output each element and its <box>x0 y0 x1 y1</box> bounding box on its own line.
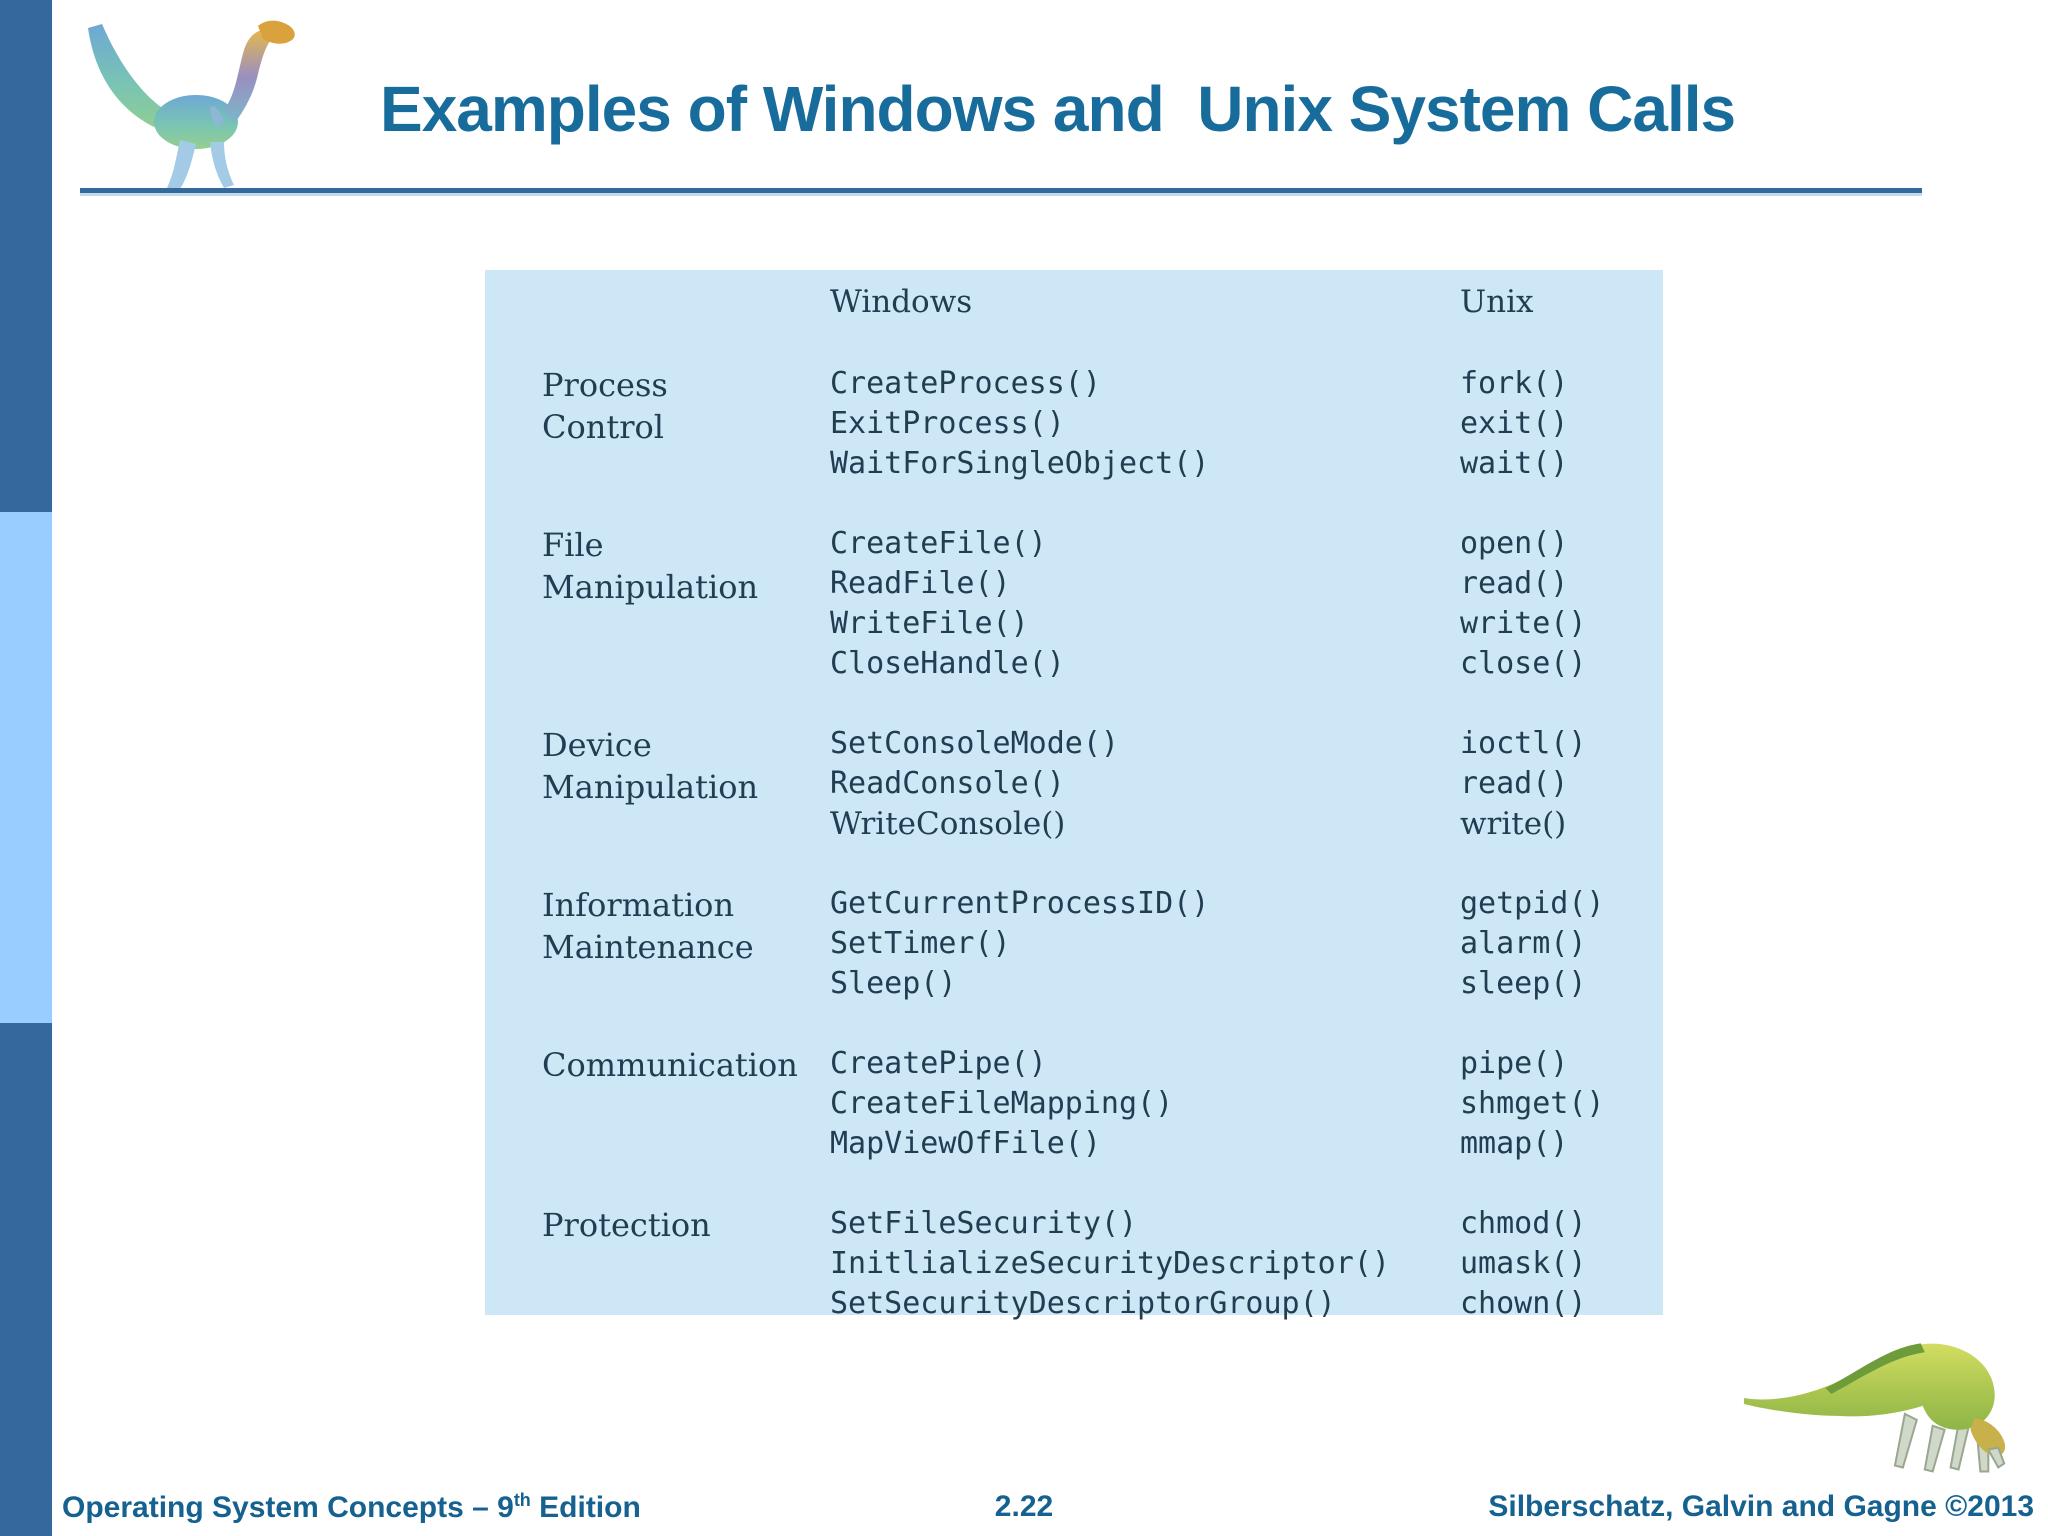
unix-syscall: shmget() <box>1460 1086 1605 1121</box>
unix-syscall: sleep() <box>1460 966 1587 1001</box>
sidebar-segment-dark-bottom <box>0 1023 52 1536</box>
unix-syscall: close() <box>1460 646 1587 681</box>
windows-syscall: WriteConsole() <box>830 806 1066 842</box>
windows-syscall: SetTimer() <box>830 926 1011 961</box>
unix-syscall: read() <box>1460 566 1569 601</box>
windows-syscall: SetSecurityDescriptorGroup() <box>830 1286 1336 1321</box>
windows-syscall: GetCurrentProcessID() <box>830 886 1210 921</box>
unix-syscall: alarm() <box>1460 926 1587 961</box>
windows-syscall: ExitProcess() <box>830 406 1065 441</box>
sidebar-segment-dark-top <box>0 0 52 512</box>
windows-syscall: InitlializeSecurityDescriptor() <box>830 1246 1390 1281</box>
table-row: SetConsoleMode() ioctl() <box>830 724 1663 764</box>
unix-syscall: ioctl() <box>1460 726 1587 761</box>
table-row: GetCurrentProcessID() getpid() <box>830 884 1663 924</box>
unix-syscall: open() <box>1460 526 1569 561</box>
category-label: Communication <box>542 1046 798 1084</box>
sidebar-segment-light <box>0 512 52 1023</box>
unix-syscall: umask() <box>1460 1246 1587 1281</box>
windows-syscall: CreatePipe() <box>830 1046 1047 1081</box>
footer-edition-superscript: th <box>513 1490 531 1510</box>
category-label: Protection <box>542 1206 711 1244</box>
table-row: CreateProcess() fork() <box>830 364 1663 404</box>
column-header-unix: Unix <box>1460 284 1534 320</box>
footer-authors: Silberschatz, Galvin and Gagne ©2013 <box>1488 1490 2034 1523</box>
windows-syscall: ReadFile() <box>830 566 1011 601</box>
windows-syscall: CloseHandle() <box>830 646 1065 681</box>
unix-syscall: wait() <box>1460 446 1569 481</box>
windows-syscall: WriteFile() <box>830 606 1029 641</box>
unix-syscall: exit() <box>1460 406 1569 441</box>
windows-syscall: WaitForSingleObject() <box>830 446 1210 481</box>
table-row: WaitForSingleObject() wait() <box>830 444 1663 484</box>
windows-syscall: SetConsoleMode() <box>830 726 1119 761</box>
table-row: CreatePipe() pipe() <box>830 1044 1663 1084</box>
table-row: CreateFile() open() <box>830 524 1663 564</box>
dinosaur-logo-icon <box>1743 1343 2006 1473</box>
footer-edition-text: Edition <box>530 1491 641 1524</box>
unix-syscall: mmap() <box>1460 1126 1569 1161</box>
column-header-windows: Windows <box>830 284 973 320</box>
table-row: InitlializeSecurityDescriptor() umask() <box>830 1244 1663 1284</box>
unix-syscall: pipe() <box>1460 1046 1569 1081</box>
unix-syscall: chown() <box>1460 1286 1587 1321</box>
table-row: MapViewOfFile() mmap() <box>830 1124 1663 1164</box>
unix-syscall: getpid() <box>1460 886 1605 921</box>
windows-syscall: ReadConsole() <box>830 766 1065 801</box>
table-row: Sleep() sleep() <box>830 964 1663 1004</box>
windows-syscall: SetFileSecurity() <box>830 1206 1138 1241</box>
unix-syscall: write() <box>1460 806 1567 842</box>
table-row: ExitProcess() exit() <box>830 404 1663 444</box>
footer-page-number: 2.22 <box>994 1490 1054 1523</box>
windows-syscall: Sleep() <box>830 966 957 1001</box>
table-row: SetTimer() alarm() <box>830 924 1663 964</box>
windows-syscall: CreateFileMapping() <box>830 1086 1174 1121</box>
windows-syscall: MapViewOfFile() <box>830 1126 1101 1161</box>
unix-syscall: write() <box>1460 606 1587 641</box>
table-row: WriteFile() write() <box>830 604 1663 644</box>
unix-syscall: read() <box>1460 766 1569 801</box>
table-row: WriteConsole() write() <box>830 804 1663 844</box>
windows-syscall: CreateFile() <box>830 526 1047 561</box>
title-divider <box>80 188 1922 193</box>
table-row: ReadConsole() read() <box>830 764 1663 804</box>
slide-title: Examples of Windows and Unix System Call… <box>380 73 1736 145</box>
table-row: SetSecurityDescriptorGroup() chown() <box>830 1284 1663 1324</box>
table-row: CloseHandle() close() <box>830 644 1663 684</box>
unix-syscall: fork() <box>1460 366 1569 401</box>
footer-book-title-text: Operating System Concepts – 9 <box>62 1491 514 1524</box>
unix-syscall: chmod() <box>1460 1206 1587 1241</box>
dinosaur-logo-icon <box>88 20 295 192</box>
table-row: ReadFile() read() <box>830 564 1663 604</box>
table-row: SetFileSecurity() chmod() <box>830 1204 1663 1244</box>
windows-syscall: CreateProcess() <box>830 366 1101 401</box>
table-row: CreateFileMapping() shmget() <box>830 1084 1663 1124</box>
footer-book-title: Operating System Concepts – 9th Edition <box>62 1490 641 1525</box>
table-header-row: Windows Unix <box>485 270 1663 364</box>
